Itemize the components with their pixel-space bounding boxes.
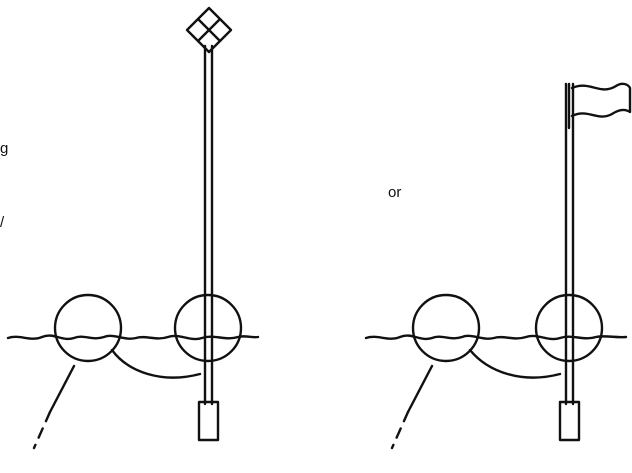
weight-left (197, 400, 220, 442)
cut-off-text-g: g (0, 140, 9, 157)
buoy-assembly-right (364, 82, 632, 450)
weight-right (558, 400, 581, 442)
anchor-line-left-dashed (32, 410, 52, 450)
float-left-b (173, 293, 243, 363)
anchor-line-right (406, 364, 434, 414)
water-line-right (364, 334, 628, 341)
float-left-a (53, 293, 123, 363)
anchor-line-right-dashed (390, 410, 410, 450)
flag-topmark-icon (567, 82, 632, 130)
buoy-assembly-left (6, 6, 260, 450)
anchor-line-left (48, 364, 76, 414)
connecting-rope-right (468, 348, 562, 379)
connecting-rope-left (110, 348, 202, 379)
or-label: or (388, 184, 402, 201)
cut-off-text-slash: / (0, 214, 5, 231)
float-right-b (534, 293, 604, 363)
water-line-left (6, 334, 260, 341)
float-right-a (411, 293, 481, 363)
diamond-topmark-icon (185, 6, 233, 54)
